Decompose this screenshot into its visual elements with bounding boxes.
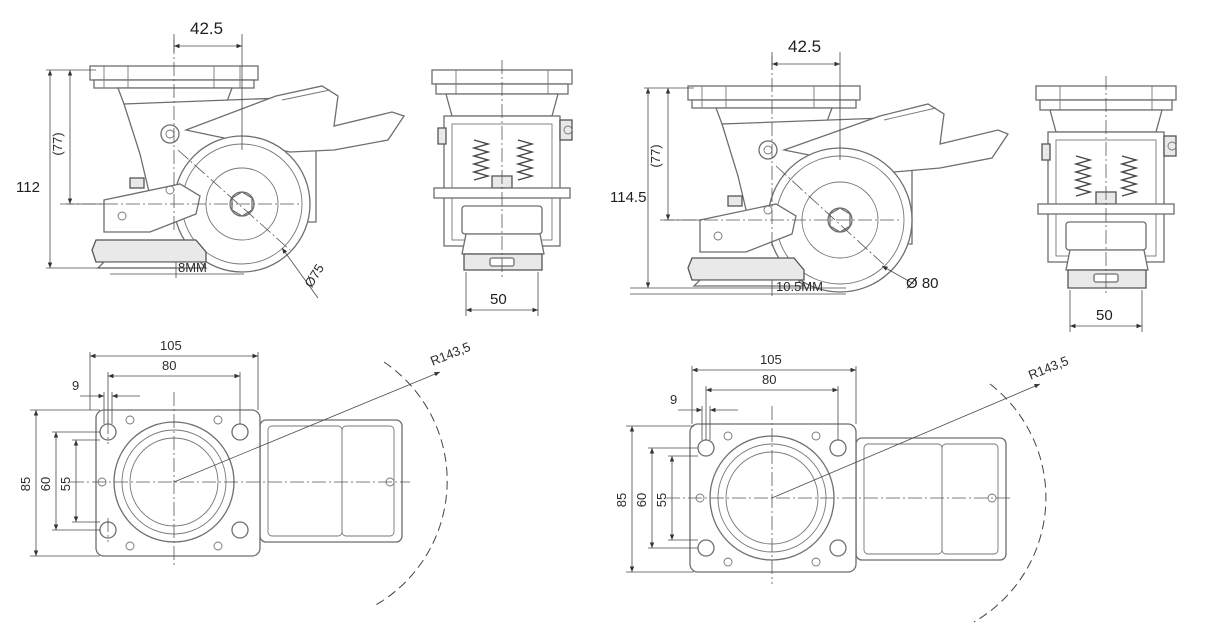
right-side-view (630, 52, 1009, 296)
dim-total-height: 112 (16, 179, 40, 196)
dim-swivel-radius: R143,5 (428, 339, 472, 369)
left-front-view (431, 60, 573, 316)
dim-hole-diameter: 9 (670, 392, 677, 407)
dim-offset: 42.5 (190, 19, 223, 38)
dim-front-width: 50 (1096, 307, 1113, 324)
dim-clearance: 10.5MM (776, 279, 823, 294)
dim-hole-spacing-y-inner: 55 (58, 477, 73, 491)
dim-bracket-height: (77) (50, 132, 65, 155)
dim-swivel-radius: R143,5 (1026, 353, 1070, 383)
dim-plate-width: 85 (614, 493, 629, 507)
dim-wheel-diameter: Ø75 (301, 261, 327, 290)
dim-hole-spacing-y-outer: 60 (38, 477, 53, 491)
dim-front-width: 50 (490, 291, 507, 308)
dim-hole-spacing-y-outer: 60 (634, 493, 649, 507)
left-top-view (30, 352, 448, 607)
left-side-view (46, 34, 406, 299)
dim-hole-diameter: 9 (72, 378, 79, 393)
dim-clearance: 8MM (178, 260, 207, 275)
right-front-view (1035, 76, 1177, 332)
dim-plate-length: 105 (760, 352, 782, 367)
dim-total-height: 114.5 (610, 189, 646, 206)
dim-hole-spacing-y-inner: 55 (654, 493, 669, 507)
right-top-view (626, 366, 1047, 623)
dim-wheel-diameter: Ø 80 (906, 275, 939, 292)
dim-plate-width: 85 (18, 477, 33, 491)
dim-hole-spacing-x: 80 (762, 372, 776, 387)
dim-bracket-height: (77) (648, 144, 663, 167)
dim-plate-length: 105 (160, 338, 182, 353)
dim-hole-spacing-x: 80 (162, 358, 176, 373)
dim-offset: 42.5 (788, 37, 821, 56)
